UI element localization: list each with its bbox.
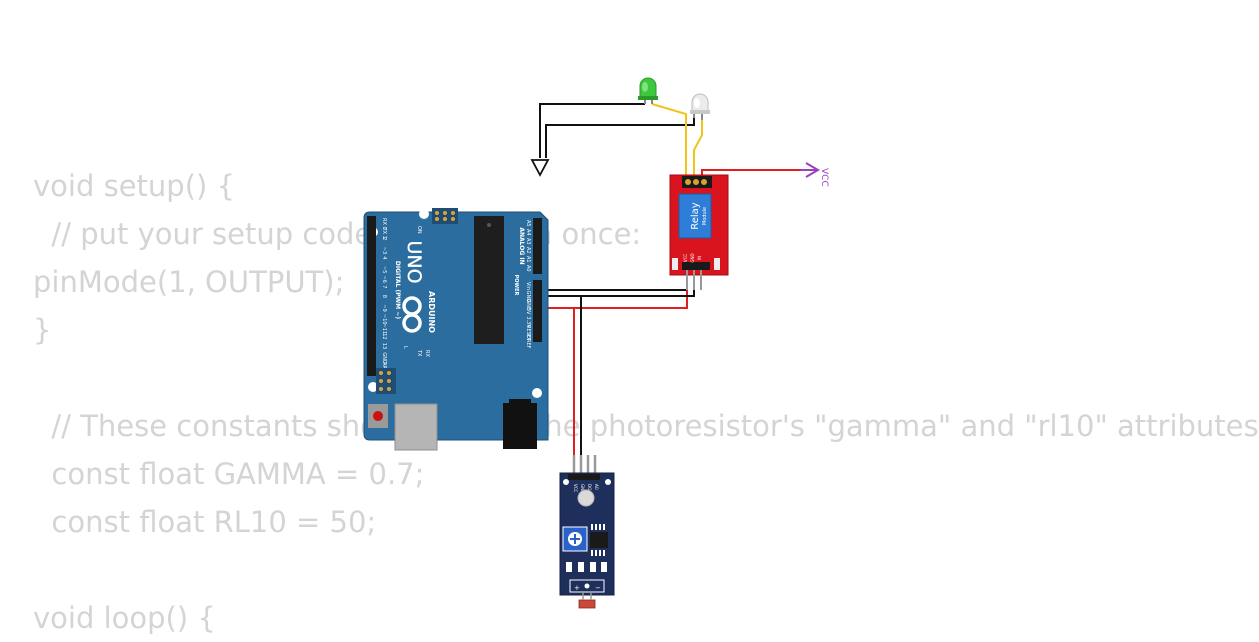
code-line: void loop() { — [33, 601, 216, 635]
relay-subtitle: Module — [702, 207, 708, 225]
vcc-arrow: VCC — [800, 162, 829, 187]
sensor-pin-label-do: DO — [587, 484, 592, 490]
photoresistor[interactable] — [578, 592, 596, 609]
ground-symbol — [530, 159, 550, 177]
pin-label: GND — [525, 299, 531, 311]
code-line: const float RL10 = 50; — [33, 505, 377, 539]
wire-led-green-relay — [651, 103, 687, 182]
pin-label: 3.3V — [525, 316, 531, 328]
pin-label: ~11 — [381, 324, 387, 335]
wire-led-white-relay — [693, 120, 703, 182]
pin-label: 12 — [381, 333, 387, 339]
pin-label: ~6 — [381, 276, 387, 283]
relay-pin-label-in: IN — [697, 256, 702, 260]
icsp-header — [432, 208, 458, 224]
wire-gnd-sensor — [537, 295, 582, 472]
arduino-model: UNO — [403, 240, 425, 283]
code-line: pinMode(1, OUTPUT); — [33, 265, 345, 299]
svg-text:−: − — [595, 584, 601, 592]
pin-label: A5 — [525, 220, 531, 227]
wire-5v-sensor — [537, 307, 575, 472]
code-line: const float GAMMA = 0.7; — [33, 457, 425, 491]
pin-label: ~10 — [381, 314, 387, 325]
led-white[interactable] — [690, 93, 710, 120]
relay-pin-label-gnd: GND — [690, 253, 695, 262]
sensor-pin-label-ao: AO — [594, 484, 599, 490]
pin-label: RESET — [525, 325, 531, 342]
pin-label: 8 — [381, 295, 387, 298]
atmega-chip — [474, 216, 504, 344]
power-header[interactable] — [533, 280, 542, 342]
pin-label: A4 — [525, 229, 531, 236]
usb-port — [394, 403, 438, 451]
analog-label: ANALOG IN — [518, 227, 525, 264]
pin-label: Vin — [525, 282, 531, 290]
pin-label: GND — [525, 291, 531, 303]
code-line: void setup() { — [33, 169, 235, 203]
sensor-pin-label-vcc: VCC — [573, 484, 578, 493]
pin-label: 7 — [381, 285, 387, 288]
power-jack — [503, 403, 537, 449]
pin-label: ~5 — [381, 266, 387, 273]
arduino-infinity-logo — [402, 296, 422, 333]
led-green[interactable] — [638, 77, 658, 104]
pin-label: TX 1 — [381, 227, 387, 239]
sensor-pin-label-gnd: GND — [580, 484, 585, 493]
power-label: POWER — [513, 275, 519, 296]
pin-label: IOREF — [525, 334, 531, 349]
pin-label: A2 — [525, 247, 531, 254]
wire-gnd2-relay — [537, 272, 695, 297]
pin-label: 13 — [381, 343, 387, 349]
pin-label: A1 — [525, 256, 531, 263]
svg-text:+: + — [574, 584, 580, 592]
relay-pin-label-vcc: VCC — [683, 254, 688, 263]
potentiometer[interactable] — [562, 526, 588, 552]
wire-led-white-ground — [545, 118, 695, 158]
digital-header[interactable] — [367, 216, 376, 376]
pin-label: GND — [381, 352, 387, 364]
circuit-diagram: VCC Relay Module VCC GND — [363, 77, 829, 609]
wires — [537, 103, 808, 472]
vcc-label: VCC — [819, 168, 829, 187]
pin-label: 4 — [381, 256, 387, 259]
pin-label: 2 — [381, 237, 387, 240]
arduino-uno-board[interactable]: RX 0TX 12~34~5~678~9~10~111213GNDAREF DI… — [363, 208, 549, 451]
digital-label: DIGITAL (PWM ~) — [394, 261, 401, 319]
code-line: } — [33, 313, 52, 347]
ldr-sensor-module[interactable]: VCC GND DO AO + − — [559, 455, 615, 609]
relay-module[interactable]: Relay Module VCC GND IN — [669, 174, 729, 290]
led-label-rx: RX — [424, 350, 430, 357]
pin-label: A0 — [525, 265, 531, 272]
comparator-chip — [590, 532, 608, 548]
led-label-tx: TX — [416, 349, 422, 357]
arduino-brand: ARDUINO — [427, 291, 436, 333]
analog-header[interactable] — [533, 218, 542, 274]
wire-gnd-relay — [537, 272, 688, 291]
pin-label: RX 0 — [381, 218, 387, 230]
pin-label: ~3 — [381, 247, 387, 254]
pin-label: 5V — [525, 308, 531, 315]
pin-label: A3 — [525, 238, 531, 245]
icsp-header-2 — [376, 368, 396, 394]
pin-label: ~9 — [381, 304, 387, 311]
reset-button[interactable] — [368, 404, 388, 428]
relay-title: Relay — [690, 202, 701, 230]
sensor-led — [577, 489, 595, 507]
wire-led-green-ground — [539, 103, 645, 158]
led-label-l: L — [402, 346, 408, 349]
on-label: ON — [416, 226, 422, 234]
